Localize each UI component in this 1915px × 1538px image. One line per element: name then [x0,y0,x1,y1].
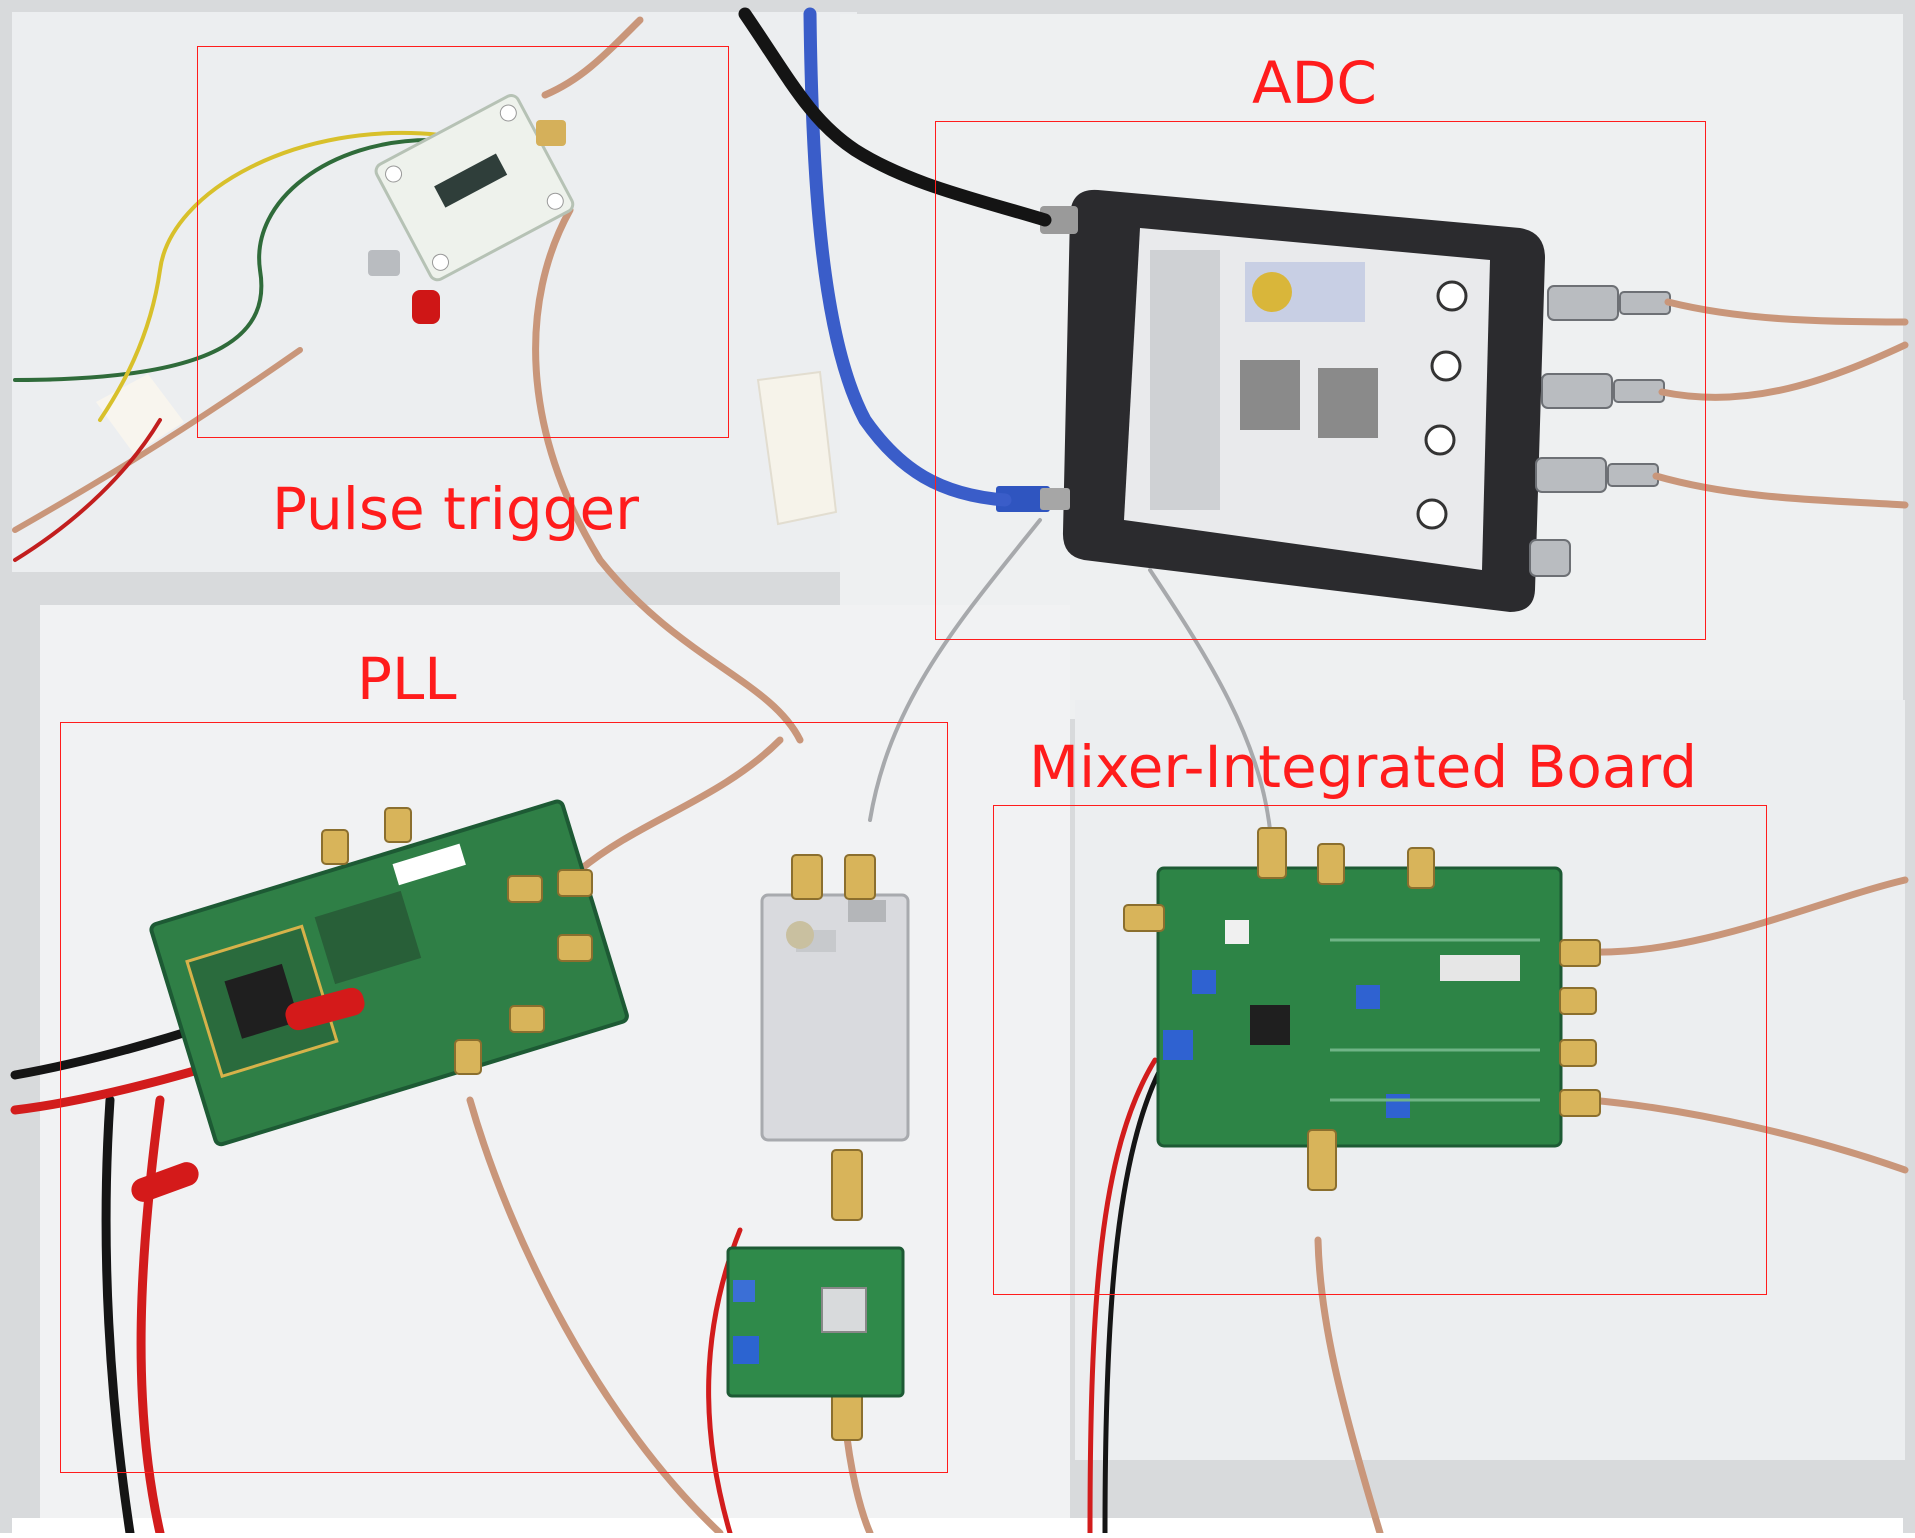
probe-clip [131,1162,199,1202]
coax-cable [532,206,804,744]
mixer-board-box [993,805,1767,1295]
adc-label: ADC [1252,49,1377,117]
mixer-board-label: Mixer-Integrated Board [1029,733,1698,801]
red-wire [136,1095,165,1538]
sma-connector [536,120,566,146]
coax-cable [541,16,644,99]
coax-cable [1652,472,1909,509]
tape-piece [756,370,838,526]
pll-label: PLL [357,645,457,713]
pll-box [60,722,948,1473]
black-wire [101,1095,135,1538]
red-wire [13,418,162,562]
usb-cable [803,7,1012,507]
semi-rigid-cable [868,518,1042,822]
sma-cap-red [412,290,440,324]
yellow-wire [98,130,442,422]
sma-connector [368,250,400,276]
green-wire [13,138,432,382]
adc-box [935,121,1706,640]
adc-unit [996,189,1671,612]
probe-clip [285,987,365,1031]
coax-cable [1586,1096,1909,1174]
red-wire [1087,1057,1158,1536]
coax-cable [576,736,784,874]
coax-cable [1664,298,1909,326]
coax-cable [1314,1236,1384,1537]
coax-cable [1658,341,1909,401]
pulse-trigger-board [374,94,575,282]
semi-rigid-cable [1148,568,1272,832]
coax-cable [1586,876,1909,956]
amplifier-board [726,1246,905,1398]
coax-cable [12,347,303,533]
power-cable [738,7,1052,227]
black-wire [1102,1067,1163,1536]
power-splitter [760,893,910,1142]
pulse-trigger-box [197,46,729,438]
pulse-trigger-label: Pulse trigger [272,475,640,543]
coax-cable [466,1096,724,1537]
mixer-integrated-board [1156,866,1563,1148]
